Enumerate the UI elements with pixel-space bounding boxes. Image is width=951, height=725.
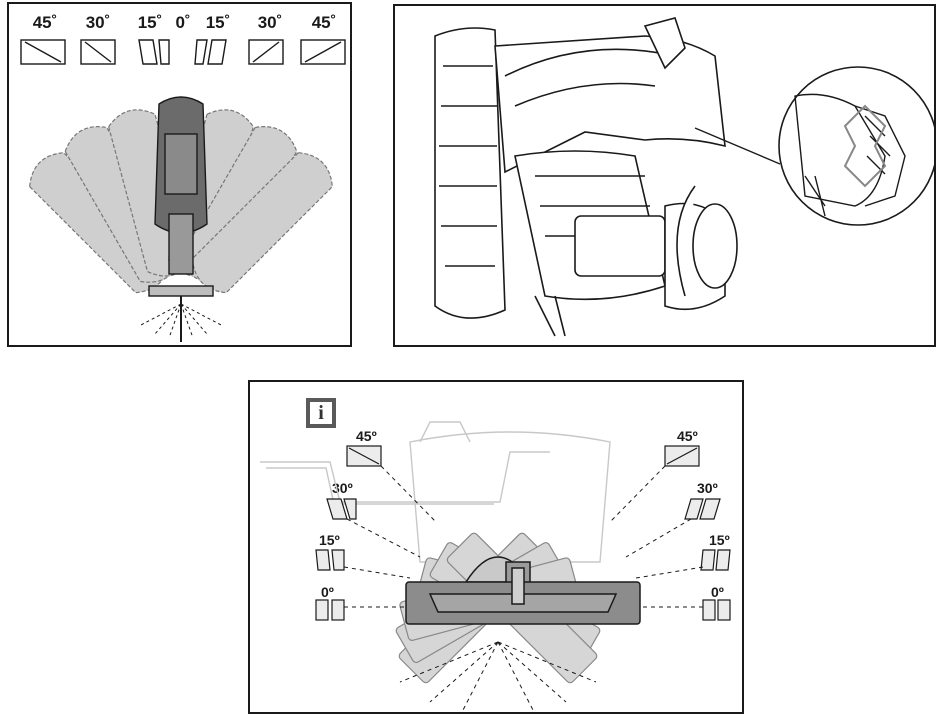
left-icon-15 [315, 549, 345, 571]
left-label-45: 45º [356, 428, 377, 444]
jigsaw-perspective-illustration [434, 17, 934, 337]
detail-magnifier [778, 66, 934, 226]
angle-label-left-45: 45˚ [32, 13, 58, 32]
jigsaw-tilt-illustration [20, 39, 346, 342]
rotate-arrows-icon [843, 104, 887, 188]
bevel-lever-detail-panel [393, 4, 936, 347]
right-icon-45 [664, 445, 700, 467]
bevel-settings-info-panel: i 45º 30º 15º 0º 45º 30º 15º 0º [248, 380, 744, 714]
info-icon: i [306, 398, 336, 428]
right-icon-30 [684, 498, 721, 520]
angle-icon-right-30 [248, 39, 284, 65]
angle-label-right-15: 15˚ [205, 13, 231, 32]
angle-icon-left-15 [138, 39, 170, 65]
angle-guide-lines [343, 465, 704, 712]
callout-line [694, 127, 781, 165]
angle-icon-right-45 [300, 39, 346, 65]
jigsaw-upright [148, 96, 214, 342]
left-icon-30 [326, 498, 357, 520]
background-jigsaw-outline [260, 421, 611, 563]
right-icon-0 [702, 599, 731, 621]
right-label-15: 15º [709, 532, 730, 548]
angle-label-left-30: 30˚ [85, 13, 111, 32]
right-icon-15 [700, 549, 731, 571]
angle-rays [138, 303, 224, 339]
angle-icon-left-30 [80, 39, 116, 65]
angle-label-right-45: 45˚ [311, 13, 337, 32]
left-icon-45 [346, 445, 382, 467]
angle-label-left-15: 15˚ [137, 13, 163, 32]
right-label-0: 0º [711, 584, 724, 600]
angle-icon-left-45 [20, 39, 66, 65]
left-label-15: 15º [319, 532, 340, 548]
angle-icon-right-15 [194, 39, 227, 65]
jigsaw-body [434, 17, 738, 337]
bevel-angles-panel: 45˚ 30˚ 15˚ 0˚ 15˚ 30˚ 45˚ [7, 2, 352, 347]
angle-label-zero: 0˚ [175, 13, 191, 32]
base-plate [405, 556, 641, 625]
right-label-30: 30º [697, 480, 718, 496]
angle-label-right-30: 30˚ [257, 13, 283, 32]
left-label-0: 0º [321, 584, 334, 600]
right-label-45: 45º [677, 428, 698, 444]
left-icon-0 [315, 599, 345, 621]
base-plate-tilt-illustration [260, 421, 731, 712]
